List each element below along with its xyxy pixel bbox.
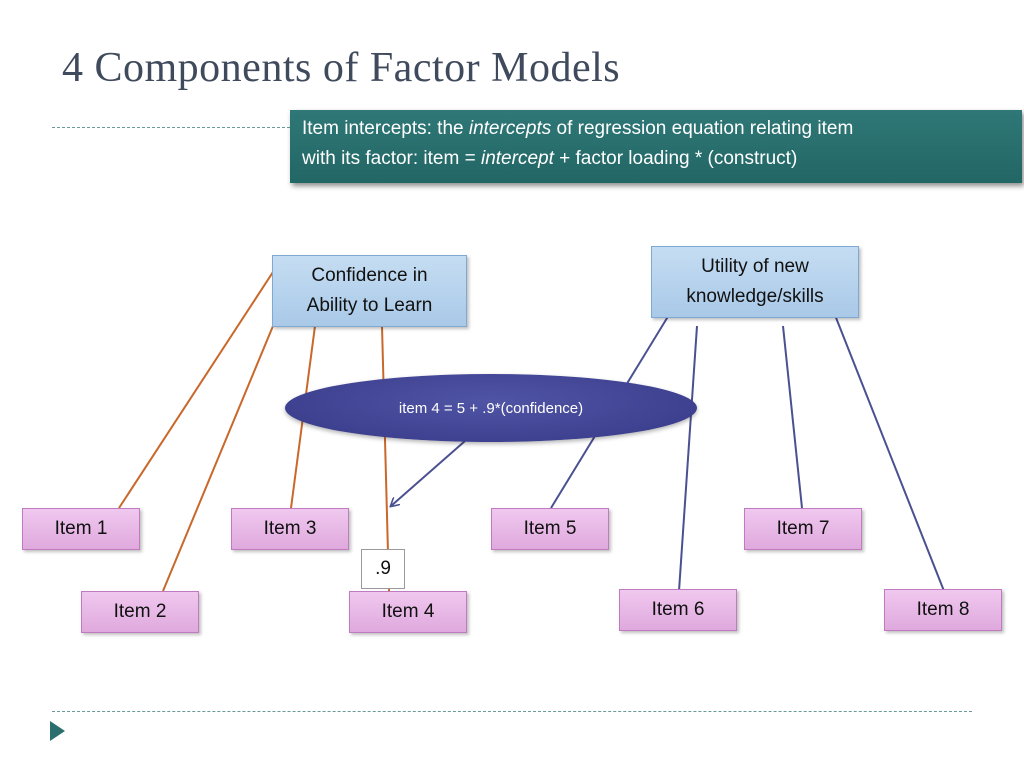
item-7-box: Item 7 [744, 508, 862, 550]
item-8-box: Item 8 [884, 589, 1002, 631]
equation-ellipse: item 4 = 5 + .9*(confidence) [285, 374, 697, 442]
item-2-box: Item 2 [81, 591, 199, 633]
item-1-box: Item 1 [22, 508, 140, 550]
item-6-box: Item 6 [619, 589, 737, 631]
equation-pointer-arrow [391, 440, 466, 506]
path-utility-item8 [830, 304, 945, 592]
item-5-box: Item 5 [491, 508, 609, 550]
factor-confidence-box: Confidence in Ability to Learn [272, 255, 467, 327]
path-confidence-item4 [381, 325, 390, 592]
intercept-definition-callout: Item intercepts: the intercepts of regre… [290, 110, 1022, 183]
equation-text: item 4 = 5 + .9*(confidence) [398, 399, 584, 417]
item-4-box: Item 4 [349, 591, 467, 633]
factor-confidence-line1: Confidence in [311, 265, 428, 286]
top-divider [52, 127, 290, 128]
path-confidence-item1 [118, 271, 274, 509]
path-utility-item7 [782, 325, 803, 509]
factor-confidence-line2: Ability to Learn [306, 295, 433, 316]
callout-line-1: Item intercepts: the intercepts of regre… [302, 118, 854, 139]
path-confidence-item2 [162, 325, 274, 592]
factor-utility-line1: Utility of new [701, 256, 809, 277]
factor-utility-line2: knowledge/skills [686, 286, 824, 307]
path-utility-item6 [678, 325, 698, 592]
loading-value-label: .9 [361, 549, 405, 589]
item-3-box: Item 3 [231, 508, 349, 550]
play-arrow-icon [50, 721, 65, 741]
slide-title: 4 Components of Factor Models [62, 45, 621, 91]
callout-line-2: with its factor: item = intercept + fact… [302, 148, 798, 169]
factor-utility-box: Utility of new knowledge/skills [651, 246, 859, 318]
bottom-divider [52, 711, 972, 712]
